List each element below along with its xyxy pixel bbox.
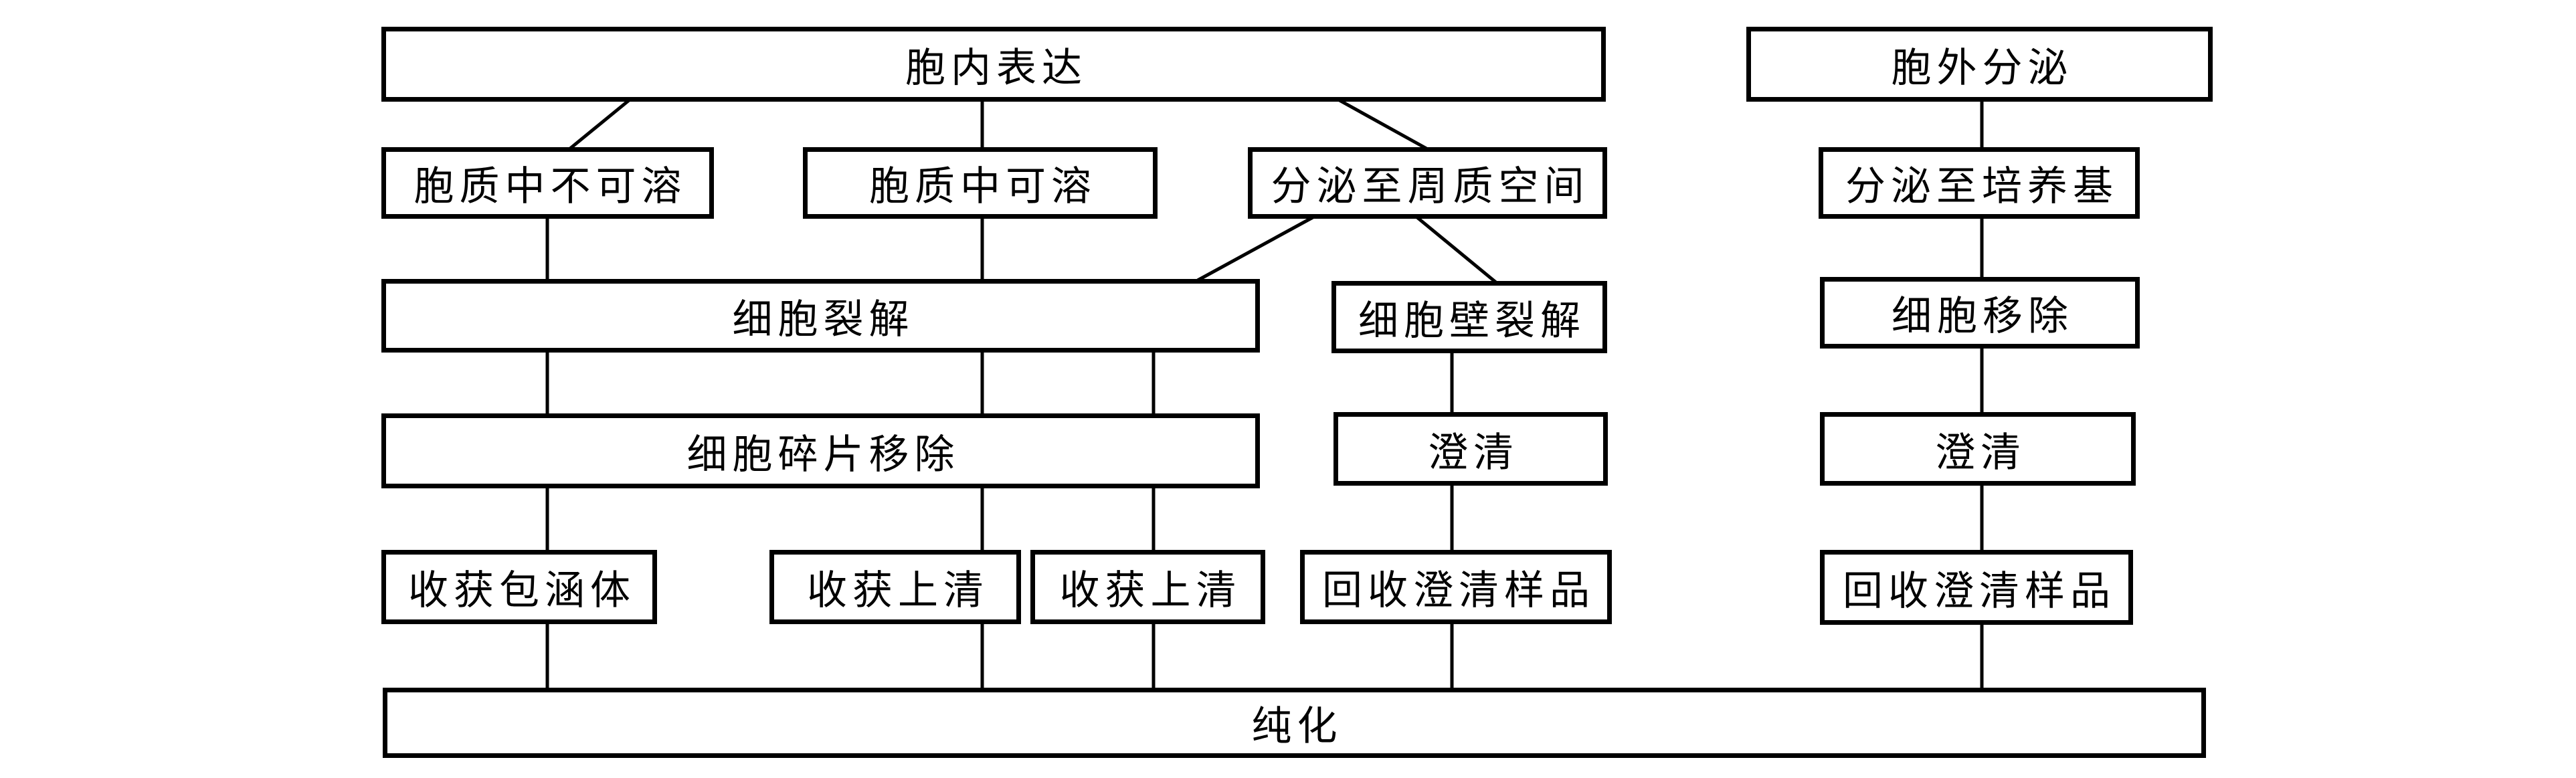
node-purification: 纯化 bbox=[383, 688, 2206, 758]
connector-intracellular-periplasm bbox=[1338, 98, 1428, 151]
node-recover-clarified-sample-mid: 回收澄清样品 bbox=[1300, 550, 1612, 624]
node-harvest-inclusion-bodies: 收获包涵体 bbox=[381, 550, 657, 624]
node-cell-lysis: 细胞裂解 bbox=[381, 279, 1260, 353]
node-cell-wall-lysis: 细胞壁裂解 bbox=[1331, 281, 1607, 353]
connector-periplasm-wall-lysis bbox=[1416, 216, 1498, 284]
node-cytoplasm-insoluble: 胞质中不可溶 bbox=[381, 147, 714, 219]
connector-intracellular-insoluble bbox=[569, 99, 630, 150]
node-extracellular-secretion: 胞外分泌 bbox=[1746, 27, 2213, 102]
node-clarification-mid: 澄清 bbox=[1333, 412, 1608, 486]
node-secreted-to-periplasm: 分泌至周质空间 bbox=[1248, 147, 1607, 219]
node-clarification-right: 澄清 bbox=[1820, 412, 2136, 486]
connector-periplasm-lysis bbox=[1196, 215, 1314, 282]
node-cell-removal: 细胞移除 bbox=[1820, 277, 2140, 349]
node-harvest-supernatant-2: 收获上清 bbox=[1030, 550, 1265, 624]
node-cytoplasm-soluble: 胞质中可溶 bbox=[803, 147, 1158, 219]
node-harvest-supernatant-1: 收获上清 bbox=[769, 550, 1021, 624]
node-cell-debris-removal: 细胞碎片移除 bbox=[381, 413, 1260, 488]
node-recover-clarified-sample-right: 回收澄清样品 bbox=[1820, 550, 2133, 625]
node-intracellular-expression: 胞内表达 bbox=[381, 27, 1606, 102]
node-secreted-to-medium: 分泌至培养基 bbox=[1819, 147, 2140, 219]
